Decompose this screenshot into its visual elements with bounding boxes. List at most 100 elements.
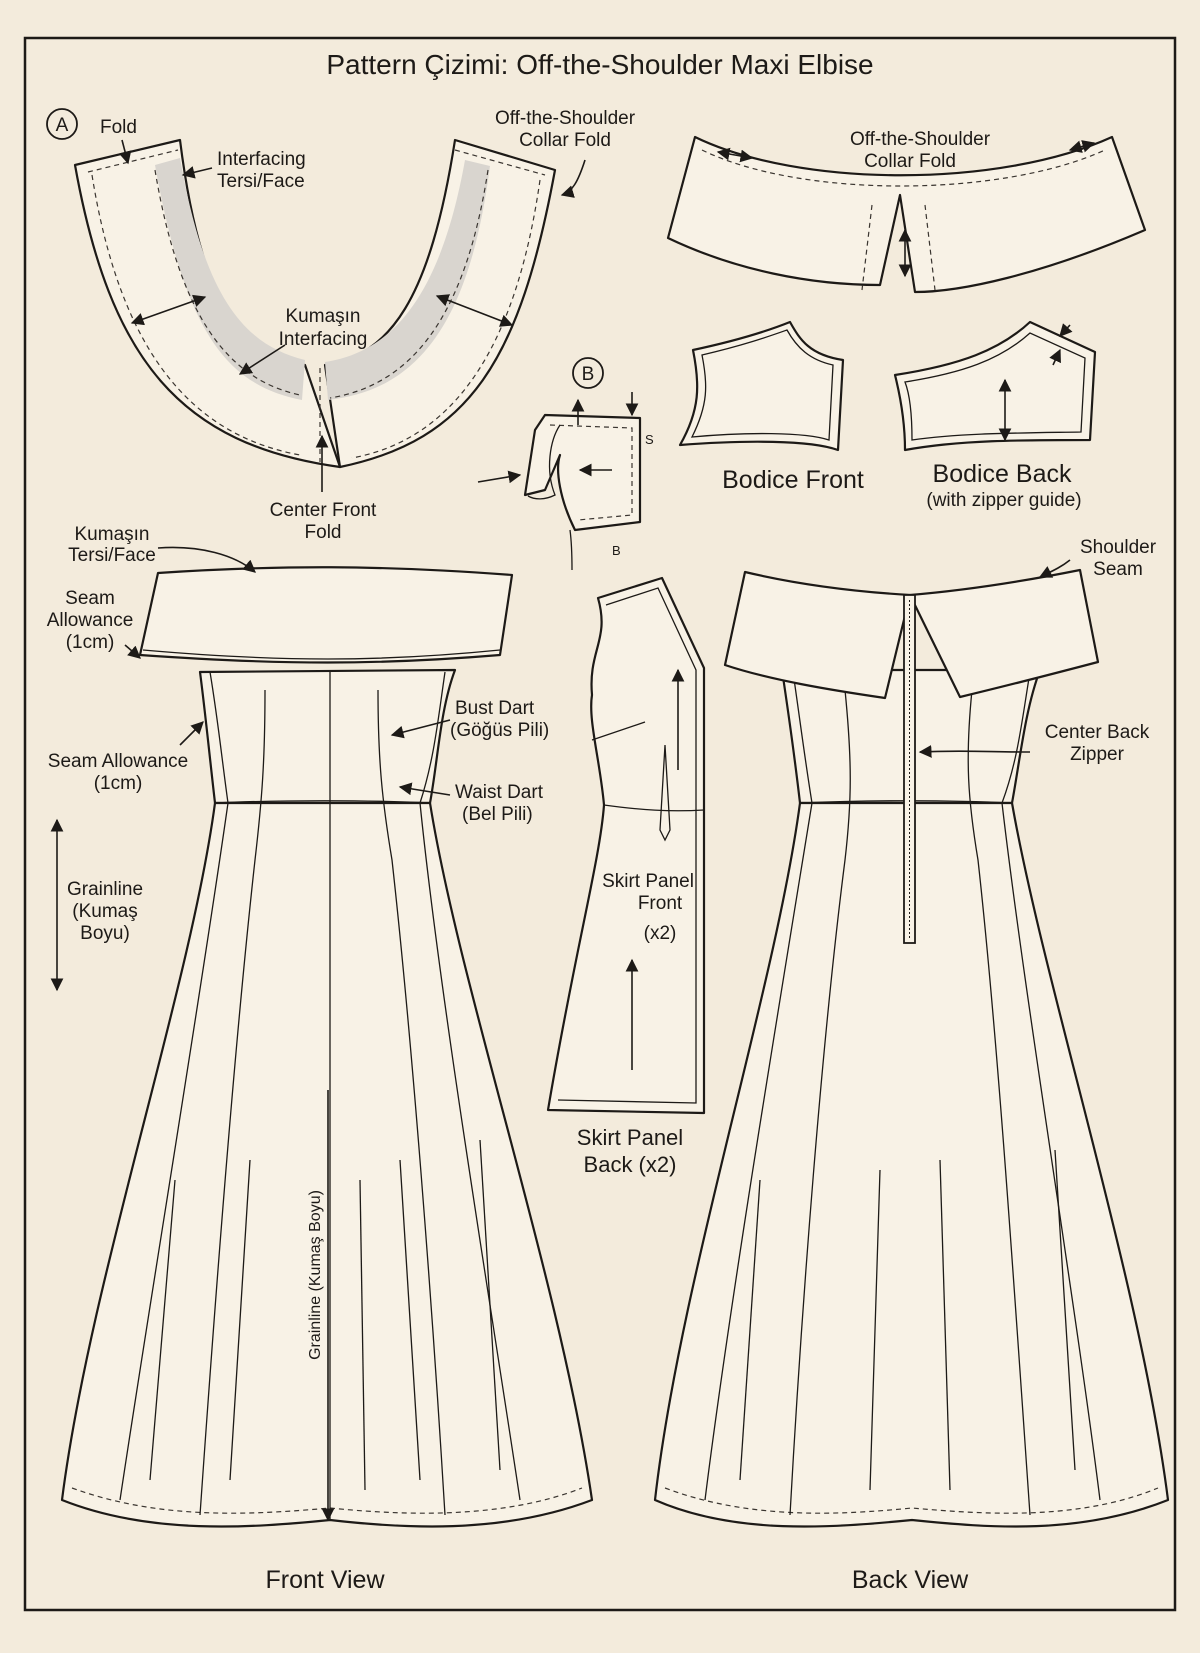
back-drape-4 xyxy=(1054,1149,1076,1471)
arrow-bust xyxy=(390,719,451,739)
skirt-front-2: Front xyxy=(638,893,683,914)
arrow-waist xyxy=(398,782,451,796)
u-collar-fold-top-right xyxy=(454,149,546,176)
marker-a: A xyxy=(56,115,69,136)
front-panel-line-3 xyxy=(377,689,446,1516)
front-panel-line-2 xyxy=(199,689,266,1516)
back-panel-line-1 xyxy=(704,802,813,1501)
bodice-back-outline xyxy=(893,320,1097,452)
front-drape-2 xyxy=(399,1159,421,1481)
back-panel-line-3 xyxy=(967,689,1031,1516)
back-panel-line-2 xyxy=(789,689,851,1516)
bodice-front-dash xyxy=(690,329,834,441)
skirt-front-3: (x2) xyxy=(644,923,677,944)
back-skirt xyxy=(653,801,1170,1528)
skirt-back-1: Skirt Panel xyxy=(577,1125,683,1150)
label-center-front-1: Center Front xyxy=(270,500,377,521)
skirt-panel-dart xyxy=(591,721,646,741)
label-grain-2: (Kumaş xyxy=(72,901,137,922)
detail-b: B S B xyxy=(477,357,654,571)
bodice-back-shoulder-arrow xyxy=(1059,323,1073,337)
arrow-zipper xyxy=(918,745,1031,758)
bodice-back-note: (with zipper guide) xyxy=(926,490,1081,511)
skirt-panel-outline xyxy=(546,576,706,1115)
label-shoulder-2: Seam xyxy=(1093,559,1143,580)
front-drape-1 xyxy=(229,1159,251,1481)
front-collar-band-bottom xyxy=(142,649,501,660)
label-center-front-2: Fold xyxy=(305,522,342,543)
skirt-panel-inner xyxy=(557,587,697,1104)
label-seam2-2: (1cm) xyxy=(94,773,143,794)
label-collar-fold-1: Off-the-Shoulder xyxy=(495,108,636,129)
back-panel-line-4 xyxy=(1001,802,1101,1501)
label-seam-3: (1cm) xyxy=(66,632,115,653)
b-arrow-in xyxy=(477,470,522,484)
skirt-front-1: Skirt Panel xyxy=(602,871,694,892)
label-waist-2: (Bel Pili) xyxy=(462,804,533,825)
marker-b: B xyxy=(582,364,595,385)
u-collar-inner-dash-right xyxy=(329,169,489,399)
back-view-dress: Shoulder Seam Center Back Zipper Back Vi… xyxy=(653,537,1170,1594)
marker-a-circle xyxy=(46,108,78,140)
interfacing-band-left xyxy=(155,158,305,400)
front-collar-band xyxy=(138,566,514,664)
bodice-front-outline xyxy=(678,320,845,452)
front-bodice-seam-right xyxy=(419,671,446,804)
label-fold: Fold xyxy=(100,117,137,138)
collar-piece-outline xyxy=(666,135,1147,294)
collar-piece: Off-the-Shoulder Collar Fold xyxy=(666,129,1147,294)
label-collar-fold-2: Collar Fold xyxy=(519,130,611,151)
b-label-b: B xyxy=(612,543,621,558)
front-view-dress: Grainline (Kumaş Boyu) Kumaşın Tersi/Fac… xyxy=(47,524,594,1594)
collar-piece-label-1: Off-the-Shoulder xyxy=(850,129,991,150)
arrow-seam2 xyxy=(179,721,204,746)
label-shoulder-1: Shoulder xyxy=(1080,537,1157,558)
front-view-label: Front View xyxy=(265,1566,385,1594)
u-collar-fold-top-left xyxy=(87,149,179,173)
skirt-back-2: Back (x2) xyxy=(584,1152,677,1177)
back-view-label: Back View xyxy=(852,1566,969,1594)
skirt-panel-dart-2 xyxy=(659,744,671,842)
bodice-back-shoulder-arrow-2 xyxy=(1049,348,1061,366)
front-waist-line xyxy=(214,800,431,804)
label-bust-2: (Göğüs Pili) xyxy=(450,720,549,741)
b-piece-fold xyxy=(527,424,561,500)
label-waist-1: Waist Dart xyxy=(455,782,544,803)
b-tail xyxy=(569,529,573,571)
arrow-collar-fold xyxy=(560,159,586,198)
label-seam-1: Seam xyxy=(65,588,115,609)
front-drape-4 xyxy=(149,1179,176,1481)
bodice-back-label: Bodice Back xyxy=(933,460,1072,488)
collar-piece-notch-right xyxy=(1068,140,1096,153)
back-hem-dash xyxy=(664,1487,1159,1514)
label-kumasin-1: Kumaşın xyxy=(286,306,361,327)
back-collar-left xyxy=(723,570,912,700)
u-collar-inner-seam-right xyxy=(351,179,541,459)
label-seam-2: Allowance xyxy=(47,610,134,631)
label-grain-3: Boyu) xyxy=(80,923,130,944)
front-drape-3 xyxy=(359,1179,366,1491)
arrow-kumasin xyxy=(238,344,286,375)
arrow-seam xyxy=(124,644,141,659)
label-kumasin-2: Interfacing xyxy=(279,329,368,350)
front-panel-line-1 xyxy=(119,802,229,1501)
label-kumasin-tersi-2: Tersi/Face xyxy=(68,545,156,566)
label-zipper-1: Center Back xyxy=(1045,722,1150,743)
back-collar-right xyxy=(908,568,1100,699)
width-arrow-left xyxy=(130,294,207,326)
front-bodice-seam-left xyxy=(209,671,229,804)
u-collar-inner-seam-left xyxy=(91,174,301,456)
bodice-front-label: Bodice Front xyxy=(722,466,864,494)
front-drape-5 xyxy=(479,1139,501,1471)
arrow-kumasin-tersi xyxy=(157,546,256,573)
skirt-panel: Skirt Panel Front (x2) Skirt Panel Back … xyxy=(546,576,706,1177)
collar-piece-label-2: Collar Fold xyxy=(864,151,956,172)
label-interfacing-1: Interfacing xyxy=(217,149,306,170)
front-grainline-vertical: Grainline (Kumaş Boyu) xyxy=(307,1190,324,1360)
skirt-panel-waist xyxy=(603,804,705,812)
label-interfacing-2: Tersi/Face xyxy=(217,171,305,192)
bodice-back-dash xyxy=(904,332,1086,441)
back-drape-3 xyxy=(739,1179,761,1481)
u-collar-inner-dash-left xyxy=(154,169,301,396)
